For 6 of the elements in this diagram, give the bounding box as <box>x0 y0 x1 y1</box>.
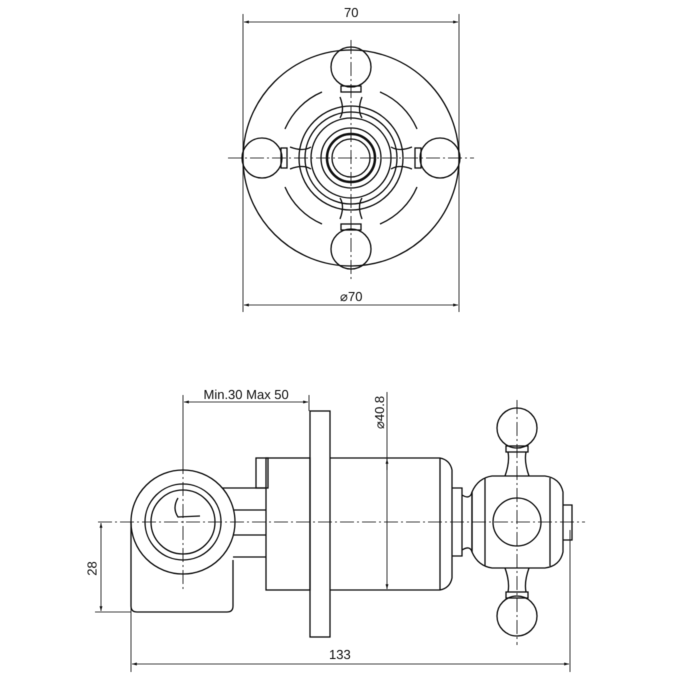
dimension-label: 133 <box>329 648 351 660</box>
dimension-label: 70 <box>344 6 358 18</box>
dimension-label: ⌀40.8 <box>372 395 386 429</box>
dimension-label: 28 <box>86 560 99 576</box>
dimension-label: ⌀70 <box>340 290 362 302</box>
dimension-label: Min.30 Max 50 <box>204 388 289 400</box>
